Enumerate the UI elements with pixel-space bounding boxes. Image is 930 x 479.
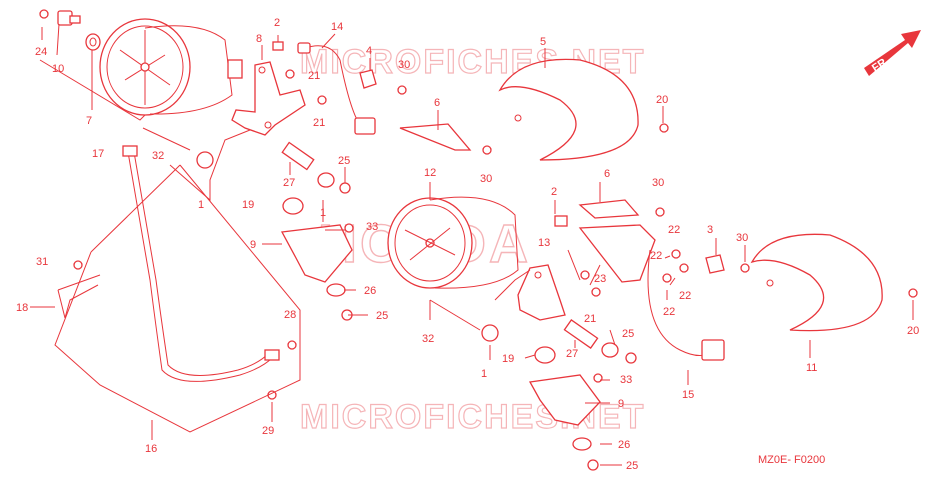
upper-bracket xyxy=(231,61,306,136)
callout-24: 24 xyxy=(35,46,47,58)
trip-knob-parts xyxy=(39,9,101,51)
callout-3: 3 xyxy=(707,224,713,236)
callout-33-upper: 33 xyxy=(366,221,378,233)
callout-20-a: 20 xyxy=(656,94,668,106)
center-bracket xyxy=(517,264,566,321)
callout-22-a: 22 xyxy=(668,224,680,236)
lower-mount-parts xyxy=(429,299,603,471)
callout-25-left: 25 xyxy=(376,310,388,322)
callout-13: 13 xyxy=(538,237,550,249)
callout-25-bottom: 25 xyxy=(626,460,638,472)
callout-26-upper: 26 xyxy=(364,285,376,297)
center-wire-harness xyxy=(578,224,725,361)
callout-22-d: 22 xyxy=(663,306,675,318)
callout-labels: 24 10 7 8 2 14 4 21 30 21 5 6 20 17 32 1… xyxy=(16,17,919,472)
callout-33-center: 33 xyxy=(620,374,632,386)
callout-26-center: 26 xyxy=(618,439,630,451)
callout-12: 12 xyxy=(424,167,436,179)
callout-23: 23 xyxy=(594,273,606,285)
callout-8: 8 xyxy=(256,33,262,45)
upper-small-parts xyxy=(142,41,407,194)
upper-cover-plate xyxy=(399,123,669,155)
callout-2-center: 2 xyxy=(551,186,557,198)
callout-15: 15 xyxy=(682,389,694,401)
callout-19-center: 19 xyxy=(502,353,514,365)
callout-21-a: 21 xyxy=(308,70,320,82)
callout-22-c: 22 xyxy=(679,290,691,302)
speedometer-assembly xyxy=(99,18,243,116)
callout-18: 18 xyxy=(16,302,28,314)
callout-4: 4 xyxy=(366,45,372,57)
callout-2-upper: 2 xyxy=(274,17,280,29)
callout-5: 5 xyxy=(540,36,546,48)
callout-6-center: 6 xyxy=(604,168,610,180)
left-mount-parts xyxy=(280,197,354,321)
leader-lines xyxy=(30,23,914,466)
callout-20-b: 20 xyxy=(907,325,919,337)
callout-9-center: 9 xyxy=(618,398,624,410)
callout-19-upper: 19 xyxy=(242,199,254,211)
lower-meter-visor xyxy=(750,233,918,332)
callout-25-upper: 25 xyxy=(338,155,350,167)
callout-29: 29 xyxy=(262,425,274,437)
callout-16: 16 xyxy=(145,443,157,455)
callout-28: 28 xyxy=(284,309,296,321)
callout-21-b: 21 xyxy=(313,117,325,129)
diagram-code: MZ0E- F0200 xyxy=(758,454,825,466)
callout-31: 31 xyxy=(36,256,48,268)
upper-meter-visor xyxy=(498,58,639,161)
center-small-parts xyxy=(554,199,750,364)
callout-30-b: 30 xyxy=(480,173,492,185)
callout-27-center: 27 xyxy=(566,348,578,360)
callout-22-b: 22 xyxy=(650,250,662,262)
callout-1-left: 1 xyxy=(320,207,326,219)
callout-6-upper: 6 xyxy=(434,97,440,109)
callout-32-center: 32 xyxy=(422,333,434,345)
callout-14: 14 xyxy=(331,21,343,33)
speedometer-cable xyxy=(122,145,297,400)
callout-1-upper: 1 xyxy=(198,199,204,211)
upper-wire-harness xyxy=(297,42,376,135)
callout-21-c: 21 xyxy=(584,313,596,325)
front-direction-arrow: FR. xyxy=(864,30,921,76)
tachometer-assembly xyxy=(387,196,519,289)
callout-17: 17 xyxy=(92,148,104,160)
callout-30-c: 30 xyxy=(652,177,664,189)
callout-10: 10 xyxy=(52,63,64,75)
cable-guide xyxy=(57,260,101,319)
callout-32-upper: 32 xyxy=(152,150,164,162)
callout-25-center: 25 xyxy=(622,328,634,340)
callout-11: 11 xyxy=(806,362,817,374)
callout-30-a: 30 xyxy=(398,59,410,71)
callout-30-d: 30 xyxy=(736,232,748,244)
callout-27-upper: 27 xyxy=(283,177,295,189)
callout-9-upper: 9 xyxy=(250,239,256,251)
callout-7: 7 xyxy=(86,115,92,127)
callout-1-center: 1 xyxy=(481,368,487,380)
